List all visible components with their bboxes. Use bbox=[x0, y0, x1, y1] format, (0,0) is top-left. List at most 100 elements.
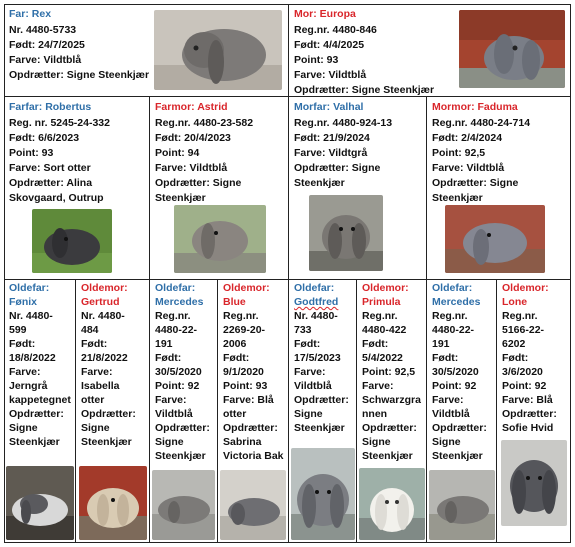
farmor-heading: Farmor: Astrid bbox=[155, 101, 228, 113]
g3-2-line: Reg.nr. bbox=[155, 310, 191, 322]
cell-oldemor-gertrud: Oldemor: Gertrud Nr. 4480- 484 Født: 21/… bbox=[76, 280, 150, 543]
mormor-born: Født: 2/4/2024 bbox=[432, 132, 503, 144]
g3-6-line: Vildtblå bbox=[432, 408, 470, 420]
morfar-breeder: Opdrætter: Signe bbox=[294, 162, 381, 174]
g3-3-line: Født: bbox=[223, 352, 250, 364]
g3-4-line: Farve: bbox=[294, 366, 326, 378]
g3-1-role: Oldemor: bbox=[81, 282, 128, 294]
g3-4-line: 17/5/2023 bbox=[294, 352, 341, 364]
farfar-breeder: Opdrætter: Alina bbox=[9, 177, 93, 189]
morfar-heading: Morfar: Valhal bbox=[294, 101, 364, 113]
g3-7-role: Oldemor: bbox=[502, 282, 549, 294]
g3-0-line: Steenkjær bbox=[9, 436, 60, 448]
g3-3-line: Opdrætter: bbox=[223, 422, 278, 434]
mormor-breeder: Opdrætter: Signe bbox=[432, 177, 519, 189]
rabbit-photo-primula bbox=[359, 468, 425, 540]
mor-points: Point: 93 bbox=[294, 54, 339, 66]
rabbit-photo-mercedes-1 bbox=[152, 470, 215, 540]
far-breeder: Opdrætter: Signe Steenkjær bbox=[9, 69, 150, 81]
g3-7-line: Opdrætter: bbox=[502, 408, 557, 420]
mormor-points: Point: 92,5 bbox=[432, 147, 486, 159]
g3-3-line: Victoria Bak bbox=[223, 450, 284, 462]
g3-2-line: Vildtblå bbox=[155, 408, 193, 420]
g3-6-line: Signe bbox=[432, 436, 461, 448]
rabbit-photo-astrid bbox=[174, 205, 266, 273]
g3-4-line: Opdrætter: bbox=[294, 394, 349, 406]
mor-heading: Mor: Europa bbox=[294, 8, 356, 20]
cell-oldefar-mercedes-2: Oldefar: Mercedes Reg.nr. 4480-22- 191 F… bbox=[427, 280, 497, 543]
mormor-breeder2: Steenkjær bbox=[432, 192, 483, 204]
g3-2-line: 30/5/2020 bbox=[155, 366, 202, 378]
g3-3-line: Point: 93 bbox=[223, 380, 268, 392]
g3-2-line: 4480-22- bbox=[155, 324, 198, 336]
g3-5-line: Født: bbox=[362, 338, 389, 350]
g3-1-line: Isabella bbox=[81, 380, 120, 392]
rabbit-photo-mercedes-2 bbox=[429, 470, 495, 540]
g3-1-line: Opdrætter: bbox=[81, 408, 136, 420]
g3-0-line: kappetegnet bbox=[9, 394, 71, 406]
g3-7-line: 5166-22- bbox=[502, 324, 545, 336]
g3-5-role: Oldemor: bbox=[362, 282, 409, 294]
farfar-heading: Farfar: Robertus bbox=[9, 101, 92, 113]
g3-3-line: Reg.nr. bbox=[223, 310, 259, 322]
g3-3-line: 2269-20- bbox=[223, 324, 266, 336]
g3-2-line: Farve: bbox=[155, 394, 187, 406]
g3-5-line: Farve: bbox=[362, 380, 394, 392]
farmor-points: Point: 94 bbox=[155, 147, 200, 159]
farfar-nr: Reg. nr. 5245-24-332 bbox=[9, 117, 110, 129]
g3-4-role: Oldefar: bbox=[294, 282, 335, 294]
rabbit-photo-gertrud bbox=[79, 466, 147, 540]
g3-0-name: Fønix bbox=[9, 296, 37, 308]
mormor-heading: Mormor: Faduma bbox=[432, 101, 518, 113]
g3-5-line: 4480-422 bbox=[362, 324, 407, 336]
g3-1-line: Signe bbox=[81, 422, 110, 434]
cell-mormor: Mormor: Faduma Reg.nr. 4480-24-714 Født:… bbox=[427, 97, 571, 280]
g3-4-name: Godtfred bbox=[294, 296, 339, 308]
g3-2-line: Steenkjær bbox=[155, 450, 206, 462]
g3-4-line: Signe bbox=[294, 408, 323, 420]
g3-4-line: 733 bbox=[294, 324, 312, 336]
g3-5-line: Point: 92,5 bbox=[362, 366, 416, 378]
g3-6-line: 30/5/2020 bbox=[432, 366, 479, 378]
g3-7-line: 6202 bbox=[502, 338, 526, 350]
g3-1-line: Farve: bbox=[81, 366, 113, 378]
rabbit-photo-faduma bbox=[445, 205, 545, 273]
g3-6-name: Mercedes bbox=[432, 296, 481, 308]
g3-7-line: Point: 92 bbox=[502, 380, 547, 392]
rabbit-photo-rex bbox=[154, 10, 282, 90]
g3-5-line: nnen bbox=[362, 408, 388, 420]
cell-oldemor-blue: Oldemor: Blue Reg.nr. 2269-20- 2006 Født… bbox=[218, 280, 289, 543]
g3-3-line: 2006 bbox=[223, 338, 247, 350]
morfar-color: Farve: Vildtgrå bbox=[294, 147, 368, 159]
g3-4-line: Steenkjær bbox=[294, 422, 345, 434]
g3-3-line: Sabrina bbox=[223, 436, 262, 448]
rabbit-photo-valhal bbox=[309, 195, 383, 271]
farfar-points: Point: 93 bbox=[9, 147, 54, 159]
g3-0-line: Farve: bbox=[9, 366, 41, 378]
cell-farmor: Farmor: Astrid Reg.nr. 4480-23-582 Født:… bbox=[150, 97, 289, 280]
morfar-breeder2: Steenkjær bbox=[294, 177, 345, 189]
g3-0-line: Jerngrå bbox=[9, 380, 48, 392]
g3-4-line: Født: bbox=[294, 338, 321, 350]
cell-oldefar-godtfred: Oldefar: Godtfred Nr. 4480- 733 Født: 17… bbox=[289, 280, 357, 543]
g3-3-line: 9/1/2020 bbox=[223, 366, 264, 378]
g3-0-line: Født: bbox=[9, 338, 36, 350]
far-color: Farve: Vildtblå bbox=[9, 54, 82, 66]
farmor-color: Farve: Vildtblå bbox=[155, 162, 228, 174]
g3-2-line: Point: 92 bbox=[155, 380, 200, 392]
mormor-color: Farve: Vildtblå bbox=[432, 162, 505, 174]
mor-nr: Reg.nr. 4480-846 bbox=[294, 24, 377, 36]
g3-2-line: Opdrætter: bbox=[155, 422, 210, 434]
g3-6-line: Født: bbox=[432, 352, 459, 364]
farfar-color: Farve: Sort otter bbox=[9, 162, 91, 174]
g3-5-line: Steenkjær bbox=[362, 450, 413, 462]
g3-0-line: Signe bbox=[9, 422, 38, 434]
g3-6-line: Reg.nr. bbox=[432, 310, 468, 322]
g3-7-name: Lone bbox=[502, 296, 528, 308]
g3-2-line: Signe bbox=[155, 436, 184, 448]
morfar-nr: Reg.nr. 4480-924-13 bbox=[294, 117, 393, 129]
g3-3-line: otter bbox=[223, 408, 247, 420]
g3-2-name: Mercedes bbox=[155, 296, 204, 308]
g3-3-name: Blue bbox=[223, 296, 246, 308]
cell-oldefar-mercedes-1: Oldefar: Mercedes Reg.nr. 4480-22- 191 F… bbox=[150, 280, 218, 543]
